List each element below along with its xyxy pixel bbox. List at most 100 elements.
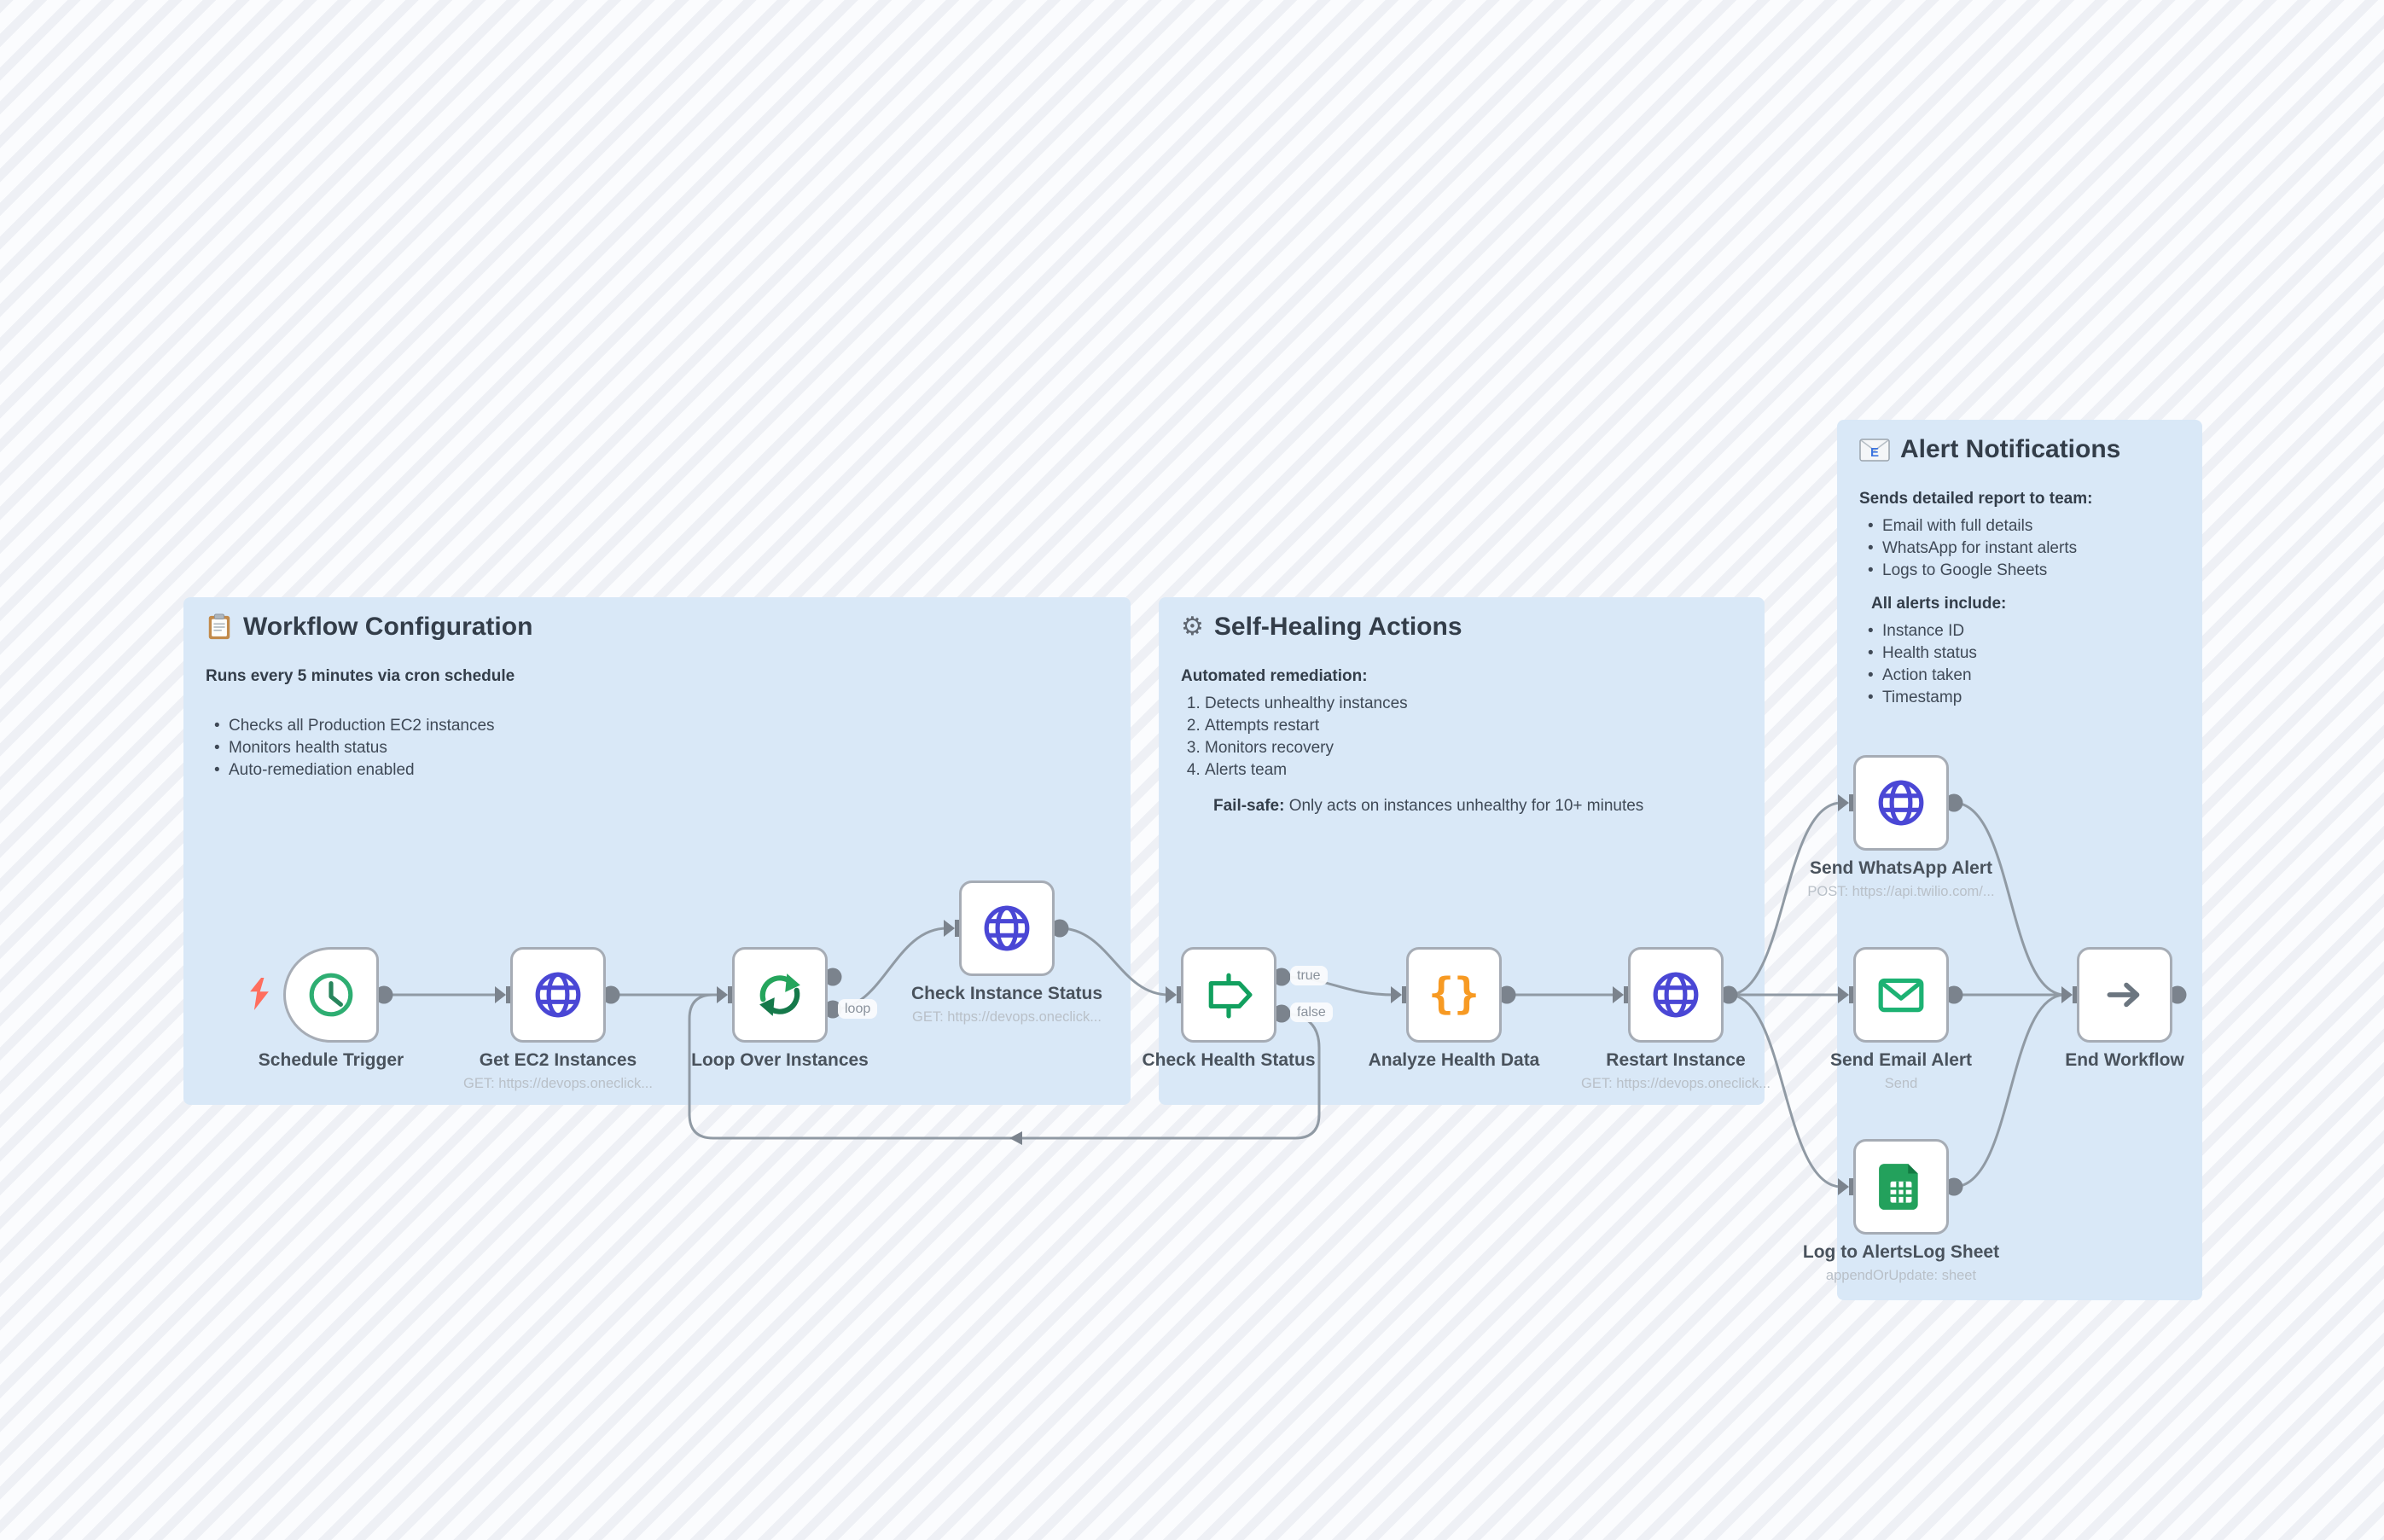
output-port[interactable] [602,985,620,1004]
output-port[interactable] [1719,985,1738,1004]
connection-restart-to-sheet[interactable] [1728,993,1842,1188]
refresh-loop-icon [759,973,800,1016]
sticky-bullet-list: Email with full detailsWhatsApp for inst… [1859,515,2180,582]
sticky-title: ⚙ Self-Healing Actions [1181,613,1742,642]
output-port-done[interactable] [823,968,842,986]
node-restart-instance[interactable]: Restart Instance GET: https://devops.one… [1581,947,1771,1091]
connection-false-loopback[interactable] [688,993,1321,1140]
list-item: Health status [1866,642,2180,665]
clock-icon [309,973,353,1017]
input-port[interactable] [1838,986,1853,1003]
list-item: Detects unhealthy instances [1205,693,1742,715]
sticky-subheading: All alerts include: [1871,595,2007,613]
globe-icon [984,905,1030,951]
node-label: Send Email Alert [1829,1050,1973,1070]
node-loop-over-instances[interactable]: Loop Over Instances [691,947,869,1070]
node-send-email-alert[interactable]: Send Email Alert Send [1830,947,1972,1091]
signpost-if-icon [1208,973,1253,1019]
node-check-instance-status[interactable]: Check Instance Status GET: https://devop… [911,880,1102,1025]
list-item: Attempts restart [1205,715,1742,737]
node-label: Schedule Trigger [258,1050,404,1070]
envelope-icon [1878,978,1924,1013]
sticky-title: Workflow Configuration [206,613,1108,642]
output-port-loop[interactable] [823,1000,842,1019]
output-port-false[interactable] [1272,1004,1291,1023]
node-get-ec2-instances[interactable]: Get EC2 Instances GET: https://devops.on… [463,947,653,1091]
list-item: Auto-remediation enabled [212,759,1108,782]
sticky-bullet-list: Checks all Production EC2 instancesMonit… [206,715,1108,782]
node-label: Loop Over Instances [691,1050,869,1070]
node-subtext: POST: https://api.twilio.com/... [1807,884,1995,899]
connection-whatsapp-to-end[interactable] [1953,801,2066,997]
list-item: Checks all Production EC2 instances [212,715,1108,737]
google-sheets-icon [1879,1164,1918,1210]
globe-icon [1653,972,1699,1018]
sticky-failsafe-note: Fail-safe: Only acts on instances unheal… [1213,797,1644,815]
node-subtext: GET: https://devops.oneclick... [463,1076,653,1091]
clipboard-icon [206,613,233,642]
list-item: Monitors recovery [1205,737,1742,759]
node-log-to-alertslog-sheet[interactable]: Log to AlertsLog Sheet appendOrUpdate: s… [1803,1139,1999,1283]
globe-icon [535,972,581,1018]
gear-icon: ⚙ [1181,612,1204,642]
input-port[interactable] [495,986,510,1003]
sticky-intro: Automated remediation: [1181,667,1368,685]
node-label: Send WhatsApp Alert [1810,858,1992,878]
connection-sheet-to-end[interactable] [1953,993,2066,1188]
sticky-numbered-list: Detects unhealthy instancesAttempts rest… [1181,693,1742,782]
node-label: Get EC2 Instances [479,1050,637,1070]
node-label: End Workflow [2065,1050,2184,1070]
sticky-bullet-list: Instance IDHealth statusAction takenTime… [1859,620,2180,709]
sticky-title-text: Workflow Configuration [243,613,533,641]
input-port[interactable] [1166,986,1181,1003]
output-port[interactable] [1945,1177,1963,1196]
output-port[interactable] [1945,985,1963,1004]
svg-text:E: E [1870,445,1879,460]
node-send-whatsapp-alert[interactable]: Send WhatsApp Alert POST: https://api.tw… [1807,755,1995,899]
node-analyze-health-data[interactable]: {} Analyze Health Data [1369,947,1539,1070]
sticky-title: E Alert Notifications [1859,435,2180,464]
arrow-right-icon [2107,982,2140,1008]
email-icon: E [1859,438,1890,462]
node-label: Analyze Health Data [1368,1050,1540,1070]
input-port[interactable] [944,920,959,937]
node-end-workflow[interactable]: End Workflow [2065,947,2184,1070]
list-item: WhatsApp for instant alerts [1866,538,2180,560]
edge-label-true: true [1290,966,1328,985]
output-port[interactable] [375,985,393,1004]
output-port[interactable] [1050,919,1069,938]
input-port[interactable] [1838,1178,1853,1195]
connection-restart-to-whatsapp[interactable] [1728,801,1842,997]
output-port[interactable] [2168,985,2187,1004]
node-schedule-trigger[interactable]: Schedule Trigger [259,947,404,1070]
input-port[interactable] [1838,794,1853,811]
loopback-arrowhead [1009,1131,1022,1145]
node-label: Log to AlertsLog Sheet [1802,1242,2000,1262]
output-port-true[interactable] [1272,968,1291,986]
node-subtext: GET: https://devops.oneclick... [912,1009,1102,1025]
input-port[interactable] [1613,986,1628,1003]
connection-check-instance-to-check-health[interactable] [1059,927,1170,997]
list-item: Timestamp [1866,687,2180,709]
sticky-title-text: Alert Notifications [1900,435,2121,463]
input-port[interactable] [2061,986,2077,1003]
sticky-intro: Sends detailed report to team: [1859,490,2093,508]
list-item: Alerts team [1205,759,1742,782]
code-braces-icon: {} [1429,970,1479,1019]
sticky-title-text: Self-Healing Actions [1213,613,1462,641]
output-port[interactable] [1945,793,1963,812]
node-subtext: appendOrUpdate: sheet [1825,1268,1977,1283]
node-label: Restart Instance [1606,1050,1746,1070]
node-subtext: Send [1884,1076,1918,1091]
node-subtext: GET: https://devops.oneclick... [1581,1076,1771,1091]
node-label: Check Instance Status [910,984,1103,1003]
input-port[interactable] [1391,986,1406,1003]
svg-text:{}: {} [1429,970,1479,1019]
node-check-health-status[interactable]: Check Health Status [1142,947,1316,1070]
input-port[interactable] [717,986,732,1003]
output-port[interactable] [1497,985,1516,1004]
sticky-intro: Runs every 5 minutes via cron schedule [206,667,515,685]
list-item: Instance ID [1866,620,2180,642]
